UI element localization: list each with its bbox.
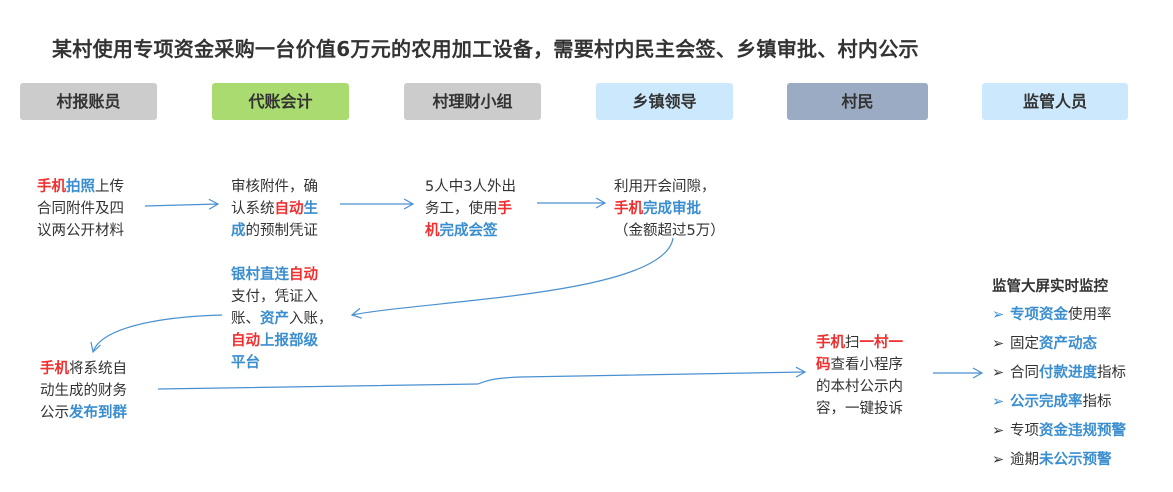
highlight-red-text: 自动 xyxy=(274,201,304,217)
monitoring-panel: 监管大屏实时监控 ➢专项资金使用率➢固定资产动态➢合同付款进度指标➢公示完成率指… xyxy=(992,276,1126,478)
step-text: （金额超过5万） xyxy=(614,223,725,239)
chevron-right-icon: ➢ xyxy=(992,423,1005,439)
step-text: 利用开会间隙， xyxy=(614,179,716,195)
monitoring-item: ➢ 专项资金违规预警 xyxy=(992,420,1126,449)
chevron-right-icon: ➢ xyxy=(992,307,1005,323)
highlight-blue-text: 资产 xyxy=(260,311,289,327)
step-text: 的预制凭证 xyxy=(245,223,319,239)
highlight-blue-text: 银村直连 xyxy=(231,267,289,283)
highlight-red-text: 自动 xyxy=(289,267,318,283)
monitoring-item: ➢ 合同付款进度指标 xyxy=(992,362,1126,391)
step-text: 上传 合同附件及四 议两公开材料 xyxy=(37,179,124,239)
chevron-right-icon: ➢ xyxy=(992,394,1005,410)
step-approval: 利用开会间隙， 手机完成审批 （金额超过5万） xyxy=(614,176,725,242)
highlight-red-text: 手 机 xyxy=(425,201,512,239)
highlight-blue-text: 未公示预警 xyxy=(1039,452,1112,468)
arrow-approval-to-payment xyxy=(350,237,674,319)
step-text: 专项 xyxy=(1010,423,1039,439)
step-publish: 手机将系统自 动生成的财务 公示发布到群 xyxy=(40,358,127,424)
highlight-red-text: 手机 xyxy=(40,361,69,377)
role-supervisor: 监管人员 xyxy=(982,83,1128,120)
step-text: 指标 xyxy=(1082,394,1112,410)
highlight-blue-text: 资金违规预警 xyxy=(1039,423,1126,439)
arrow-upload-to-voucher xyxy=(144,198,220,210)
role-township-leader: 乡镇领导 xyxy=(596,83,733,120)
highlight-red-text: 手机 xyxy=(816,335,845,351)
highlight-blue-text: 上报部级 平台 xyxy=(231,333,318,371)
step-text: 入账， xyxy=(289,311,333,327)
highlight-blue-text: 完成审批 xyxy=(643,201,701,217)
step-text: 查看小程序 的本村公示内 容，一键投诉 xyxy=(816,357,903,417)
step-countersign: 5人中3人外出 务工，使用手 机完成会签 xyxy=(425,176,516,242)
monitoring-list: ➢专项资金使用率➢固定资产动态➢合同付款进度指标➢公示完成率指标➢专项资金违规预… xyxy=(992,304,1126,478)
highlight-blue-text: 拍照 xyxy=(66,179,95,195)
chevron-right-icon: ➢ xyxy=(992,365,1005,381)
role-villagers: 村民 xyxy=(787,83,928,120)
step-payment: 银村直连自动 支付，凭证入 账、资产入账， 自动上报部级 平台 xyxy=(231,264,333,374)
step-voucher: 审核附件，确 认系统自动生 成的预制凭证 xyxy=(231,176,318,242)
role-village-accountant: 村报账员 xyxy=(20,83,157,120)
highlight-blue-text: 付款进度 xyxy=(1039,365,1097,381)
step-text: 将系统自 动生成的财务 公示 xyxy=(40,361,127,421)
monitoring-item: ➢ 公示完成率指标 xyxy=(992,391,1126,420)
highlight-blue-text: 完成会签 xyxy=(439,223,498,239)
role-agent-accountant: 代账会计 xyxy=(212,83,349,120)
highlight-blue-text: 资产动态 xyxy=(1039,336,1097,352)
step-upload: 手机拍照上传 合同附件及四 议两公开材料 xyxy=(37,176,124,242)
step-text: 指标 xyxy=(1097,365,1126,381)
step-text: 支付，凭证入 账、 xyxy=(231,289,318,327)
highlight-blue-text: 公示完成率 xyxy=(1010,394,1083,410)
step-text: 扫 xyxy=(845,335,860,351)
chevron-right-icon: ➢ xyxy=(992,452,1005,468)
chevron-right-icon: ➢ xyxy=(992,336,1005,352)
highlight-red-text: 自动 xyxy=(231,333,260,349)
step-text: 5人中3人外出 务工，使用 xyxy=(425,179,516,217)
highlight-red-text: 一村一 码 xyxy=(816,335,903,373)
step-villager: 手机扫一村一 码查看小程序 的本村公示内 容，一键投诉 xyxy=(816,332,903,420)
step-text: 逾期 xyxy=(1010,452,1039,468)
highlight-red-text: 手机 xyxy=(37,179,66,195)
page-title: 某村使用专项资金采购一台价值6万元的农用加工设备，需要村内民主会签、乡镇审批、村… xyxy=(52,37,919,61)
arrow-publish-to-villager xyxy=(157,366,807,390)
highlight-red-text: 手机 xyxy=(614,201,643,217)
highlight-blue-text: 专项资金 xyxy=(1010,307,1068,323)
monitoring-item: ➢ 固定资产动态 xyxy=(992,333,1126,362)
highlight-blue-text: 发布到群 xyxy=(69,405,127,421)
highlight-blue-text: 生 成 xyxy=(231,201,318,239)
monitoring-item: ➢ 专项资金使用率 xyxy=(992,304,1126,333)
step-text: 合同 xyxy=(1010,365,1039,381)
monitoring-item: ➢ 逾期未公示预警 xyxy=(992,449,1126,478)
step-text: 固定 xyxy=(1010,336,1039,352)
role-finance-group: 村理财小组 xyxy=(404,83,541,120)
step-text: 使用率 xyxy=(1068,307,1112,323)
step-text: 审核附件，确 认系统 xyxy=(231,179,318,217)
monitoring-title: 监管大屏实时监控 xyxy=(992,279,1108,295)
arrow-payment-to-publish xyxy=(90,314,223,354)
